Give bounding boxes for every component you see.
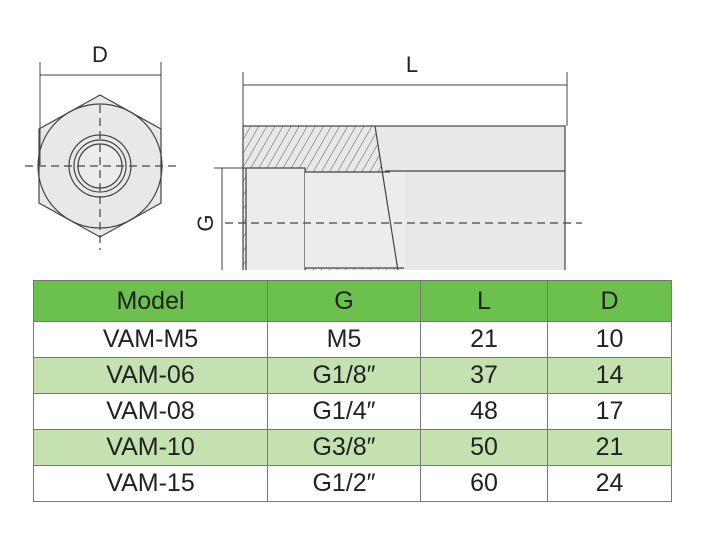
cell-model: VAM-10 [33,429,268,466]
cell-l: 60 [420,465,548,502]
cell-d: 10 [547,321,672,358]
header-l: L [420,280,548,322]
end-view [25,94,178,250]
header-model: Model [33,280,268,322]
cell-d: 21 [547,429,672,466]
cell-model: VAM-06 [33,357,268,394]
header-d: D [547,280,672,322]
table-row: VAM-06 G1/8″ 37 14 [33,357,672,394]
table-header: Model G L D [33,280,672,322]
cell-g: G3/8″ [267,429,421,466]
cell-l: 48 [420,393,548,430]
cell-d: 24 [547,465,672,502]
cell-model: VAM-M5 [33,321,268,358]
cell-g: M5 [267,321,421,358]
label-d: D [92,42,108,67]
label-g: G [193,214,218,231]
cell-l: 37 [420,357,548,394]
side-view [225,125,582,270]
table-row: VAM-08 G1/4″ 48 17 [33,393,672,430]
cell-g: G1/8″ [267,357,421,394]
table-row: VAM-10 G3/8″ 50 21 [33,429,672,466]
dimension-l: L [242,52,568,126]
header-g: G [267,280,421,322]
spec-table: Model G L D VAM-M5 M5 21 10 VAM-06 G1/8″… [33,280,672,502]
technical-drawing: D L G [25,42,582,270]
cell-l: 21 [420,321,548,358]
table-row: VAM-M5 M5 21 10 [33,321,672,358]
cell-model: VAM-08 [33,393,268,430]
cell-model: VAM-15 [33,465,268,502]
cell-d: 17 [547,393,672,430]
cell-g: G1/2″ [267,465,421,502]
cell-l: 50 [420,429,548,466]
table-row: VAM-15 G1/2″ 60 24 [33,465,672,502]
cell-g: G1/4″ [267,393,421,430]
cell-d: 14 [547,357,672,394]
dimension-g: G [193,167,246,270]
label-l: L [406,52,418,77]
dimension-d: D [39,42,162,165]
